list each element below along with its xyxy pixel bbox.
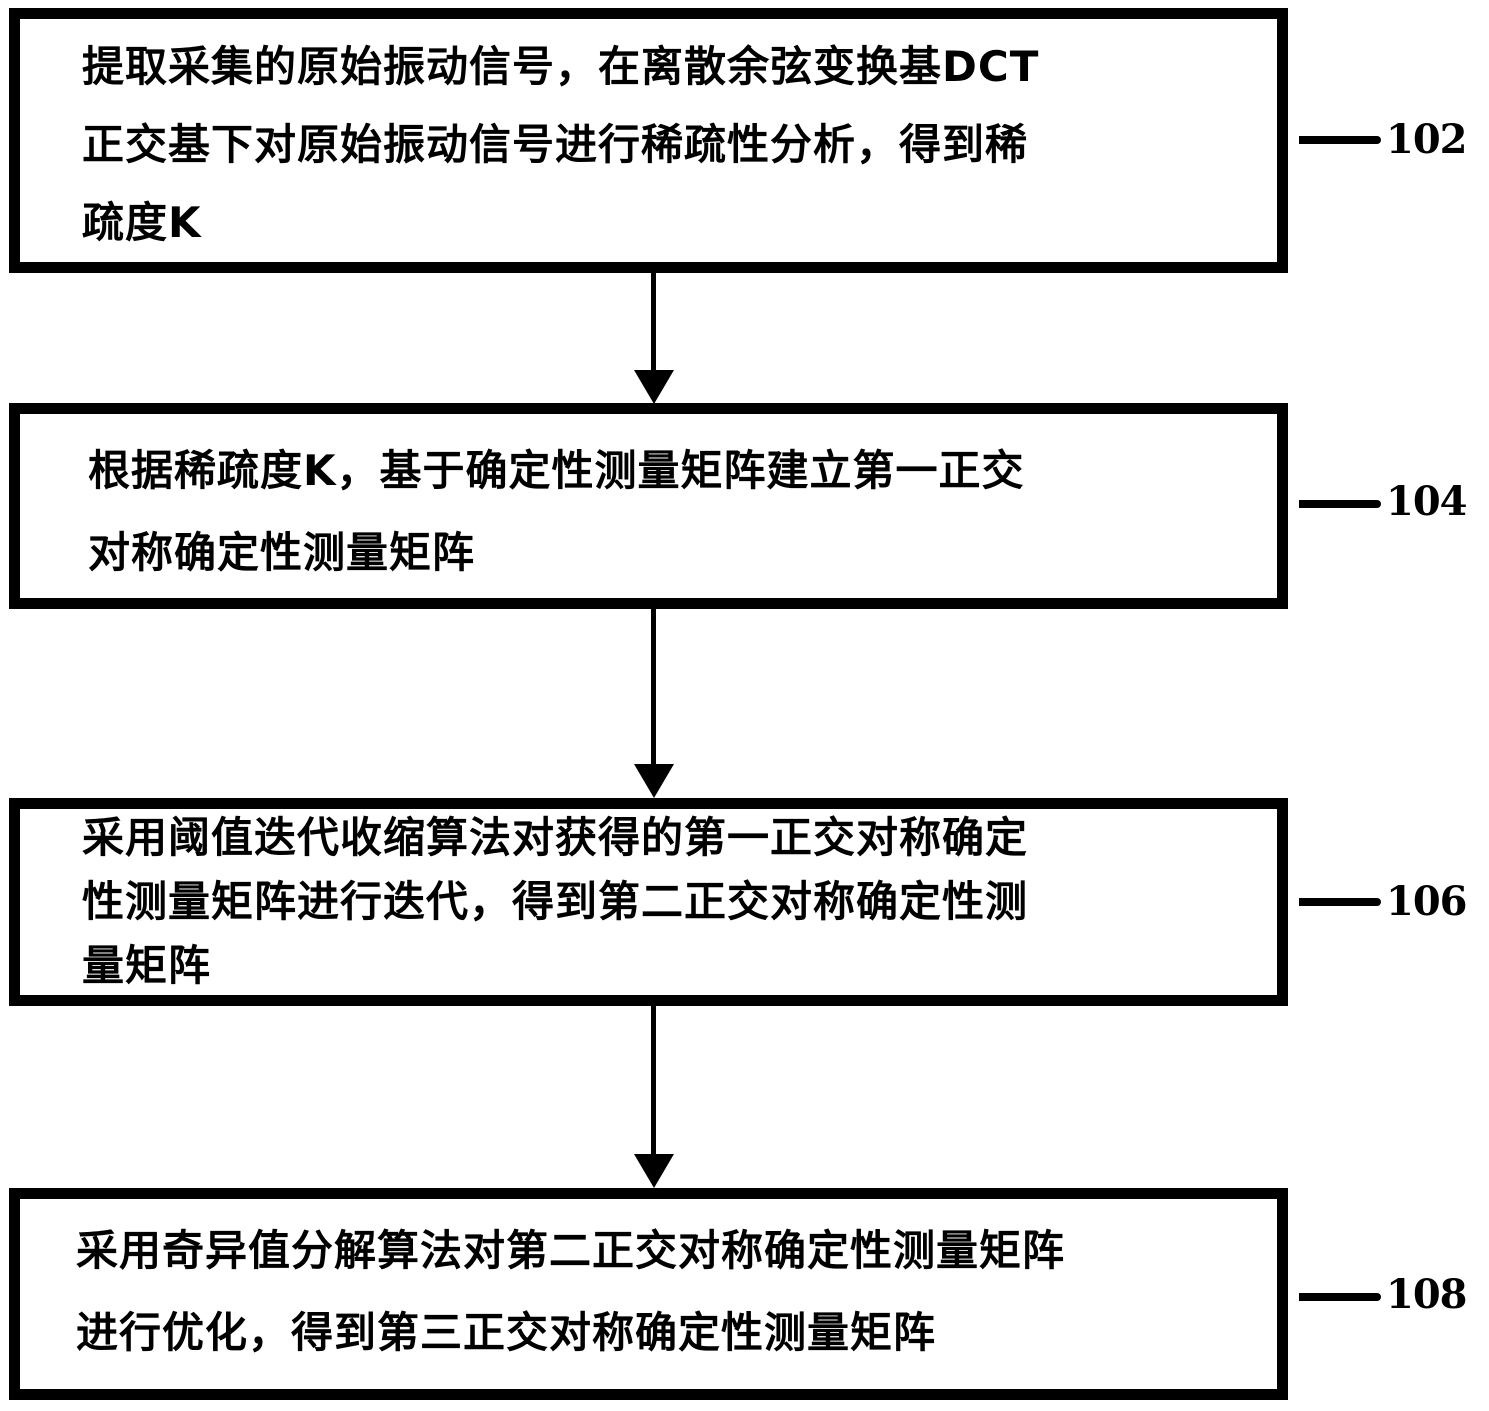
step-text-108: 采用奇异值分解算法对第二正交对称确定性测量矩阵 进行优化，得到第三正交对称确定性… — [76, 1226, 1066, 1357]
step-text-106: 采用阈值迭代收缩算法对获得的第一正交对称确定 性测量矩阵进行迭代，得到第二正交对… — [82, 813, 1029, 990]
arrow-head-icon — [634, 1154, 674, 1188]
step-box-102 — [9, 8, 1288, 273]
ref-label-104: 104 — [1386, 478, 1467, 525]
leader-line-106 — [1299, 898, 1381, 906]
leader-line-108 — [1299, 1293, 1381, 1301]
ref-label-108: 108 — [1386, 1271, 1467, 1318]
arrow-head-icon — [634, 370, 674, 404]
ref-label-102: 102 — [1386, 116, 1467, 163]
connector-line-102-104 — [651, 273, 656, 371]
step-text-102: 提取采集的原始振动信号，在离散余弦变换基DCT 正交基下对原始振动信号进行稀疏性… — [82, 42, 1040, 247]
step-box-104 — [9, 403, 1288, 609]
step-box-106 — [9, 798, 1288, 1006]
ref-label-106: 106 — [1386, 878, 1467, 925]
connector-line-106-108 — [651, 1006, 656, 1156]
connector-line-104-106 — [651, 609, 656, 765]
arrow-head-icon — [634, 764, 674, 798]
leader-line-102 — [1299, 136, 1381, 144]
step-text-104: 根据稀疏度K，基于确定性测量矩阵建立第一正交 对称确定性测量矩阵 — [88, 446, 1025, 577]
step-box-108 — [9, 1188, 1288, 1400]
leader-line-104 — [1299, 500, 1381, 508]
